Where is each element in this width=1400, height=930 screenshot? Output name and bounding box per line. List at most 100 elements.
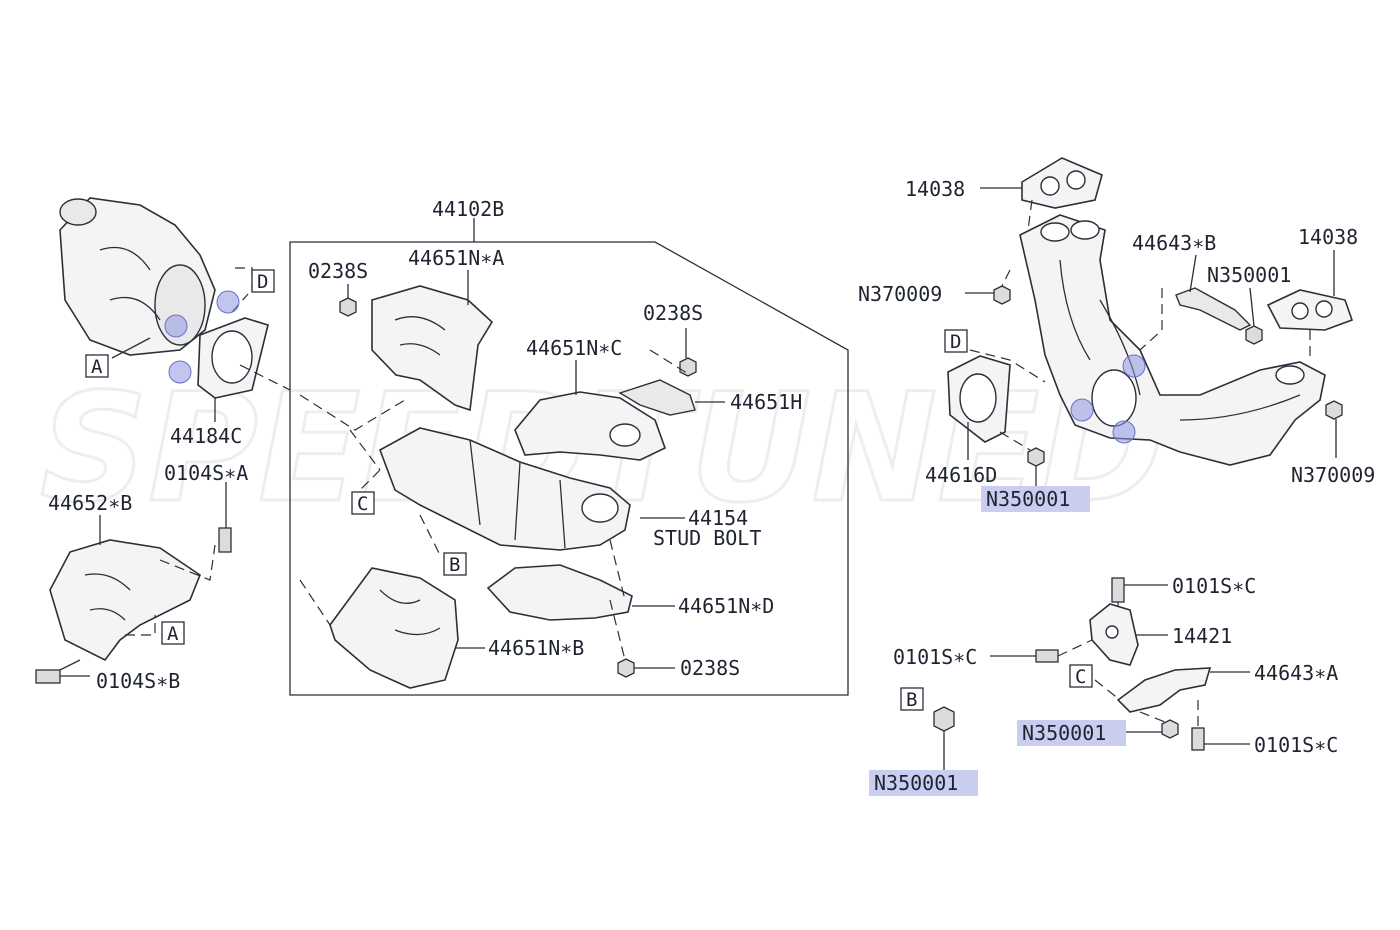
bracket-44651H xyxy=(618,379,696,416)
label-0101SC-mid: 0101S∗C xyxy=(893,645,977,669)
heat-shield-lower-rear xyxy=(486,564,633,621)
label-44651H: 44651H xyxy=(730,390,802,414)
label-N350001-ref-B: N350001 xyxy=(874,771,958,795)
bolt-0104SB-shaft xyxy=(59,659,81,671)
bolt-0101SC-bottom xyxy=(1191,727,1205,751)
ref-letter-C-right: C xyxy=(1075,666,1086,688)
heat-shield-top-opening xyxy=(609,423,641,447)
ref-letter-B-right: B xyxy=(906,689,917,711)
label-44651NA: 44651N∗A xyxy=(408,246,504,270)
y-pipe-port-2 xyxy=(1070,220,1100,240)
nut-0238S-lower xyxy=(617,658,635,678)
bracket-44643B xyxy=(1175,287,1252,331)
gasket-44616D-opening xyxy=(959,373,997,423)
catalytic-converter xyxy=(379,427,631,551)
label-44616D: 44616D xyxy=(925,463,997,487)
stud-marker-3 xyxy=(216,290,240,314)
ref-box-A-turbo: A xyxy=(85,354,109,378)
leader-N350001-upper xyxy=(1249,287,1255,327)
gasket-14038-right xyxy=(1266,289,1354,331)
y-pipe-port-3 xyxy=(1275,365,1305,385)
highlight-N350001-lower xyxy=(1017,720,1126,746)
nut-N370009-left xyxy=(993,285,1011,305)
nut-N350001-mid xyxy=(1027,447,1045,467)
gasket-14038-left-port2 xyxy=(1066,170,1086,190)
label-14038-right: 14038 xyxy=(1298,225,1358,249)
nut-0238S-right xyxy=(679,357,697,377)
bracket-14421-hole xyxy=(1105,625,1119,639)
stud-marker-1 xyxy=(164,314,188,338)
stud-marker-6 xyxy=(1112,420,1136,444)
ref-box-D-turbo: D xyxy=(251,269,275,293)
dash-44643B xyxy=(1139,288,1163,351)
gasket-14038-left xyxy=(1021,157,1103,209)
label-44102B: 44102B xyxy=(432,197,504,221)
leader-ref-A-turbo xyxy=(111,337,151,359)
ref-box-A-shield: A xyxy=(161,621,185,645)
y-pipe-contours xyxy=(1059,259,1301,421)
label-0101SC-bottom: 0101S∗C xyxy=(1254,733,1338,757)
y-pipe-port-1 xyxy=(1040,222,1070,242)
ref-letter-D-turbo: D xyxy=(257,271,268,293)
ref-box-C-center: C xyxy=(351,491,375,515)
gasket-14038-left-port1 xyxy=(1040,176,1060,196)
ref-letter-C-center: C xyxy=(357,493,368,515)
label-N370009-right: N370009 xyxy=(1291,463,1375,487)
highlight-N350001-ref-B xyxy=(869,770,978,796)
ref-box-D-right: D xyxy=(944,329,968,353)
nut-0238S-upper xyxy=(339,297,357,317)
highlight-N350001-mid xyxy=(981,486,1090,512)
ref-letter-D-right: D xyxy=(950,331,961,353)
label-0104SA: 0104S∗A xyxy=(164,461,248,485)
label-44184C: 44184C xyxy=(170,424,242,448)
nut-N370009-right xyxy=(1325,400,1343,420)
label-stud-bolt: STUD BOLT xyxy=(653,526,761,550)
turbo-heat-shield xyxy=(49,539,201,662)
label-N350001-lower: N350001 xyxy=(1022,721,1106,745)
label-0238S-lower: 0238S xyxy=(680,656,740,680)
bolt-0101SC-top xyxy=(1111,577,1125,603)
leader-44643B xyxy=(1189,254,1197,293)
gasket-opening xyxy=(211,330,253,384)
ref-box-C-right: C xyxy=(1069,664,1093,688)
y-pipe-turbo-flange xyxy=(1091,369,1137,427)
turbo-housing-detail xyxy=(99,246,161,321)
dash-0101SC-mid xyxy=(1057,639,1093,657)
label-14421: 14421 xyxy=(1172,624,1232,648)
dash-44616D xyxy=(969,349,1046,451)
label-N350001-upper: N350001 xyxy=(1207,263,1291,287)
turbo-inlet xyxy=(59,198,97,226)
ref-letter-A-turbo: A xyxy=(91,356,103,378)
label-44652B: 44652∗B xyxy=(48,491,132,515)
bolt-0104SA xyxy=(218,527,232,553)
label-44154: 44154 xyxy=(688,506,748,530)
ref-letter-B-center: B xyxy=(449,554,460,576)
ref-box-B-right: B xyxy=(900,687,924,711)
turbo-heat-shield-detail xyxy=(84,573,131,621)
center-relation-dashes xyxy=(299,349,691,661)
gasket-14038-right-port1 xyxy=(1291,302,1309,320)
ref-box-B-center: B xyxy=(443,552,467,576)
gasket-14038-right-port2 xyxy=(1315,300,1333,318)
label-44651NB: 44651N∗B xyxy=(488,636,584,660)
label-44643B: 44643∗B xyxy=(1132,231,1216,255)
label-0238S-upper: 0238S xyxy=(308,259,368,283)
stud-marker-2 xyxy=(168,360,192,384)
label-N350001-mid: N350001 xyxy=(986,487,1070,511)
label-0104SB: 0104S∗B xyxy=(96,669,180,693)
ref-letter-A-shield: A xyxy=(167,623,179,645)
label-44651NC: 44651N∗C xyxy=(526,336,622,360)
heat-shield-upper-front xyxy=(371,285,494,412)
stud-marker-4 xyxy=(1122,354,1146,378)
heat-shield-upper-front-detail xyxy=(394,316,446,356)
label-0101SC-top: 0101S∗C xyxy=(1172,574,1256,598)
stud-marker-5 xyxy=(1070,398,1094,422)
dash-bolt-A xyxy=(159,544,216,581)
label-0238S-right: 0238S xyxy=(643,301,703,325)
bolt-0104SB xyxy=(35,669,61,684)
label-44651ND: 44651N∗D xyxy=(678,594,774,618)
nut-N350001-ref-B xyxy=(933,706,955,732)
heat-shield-lower-front-detail xyxy=(379,589,441,636)
